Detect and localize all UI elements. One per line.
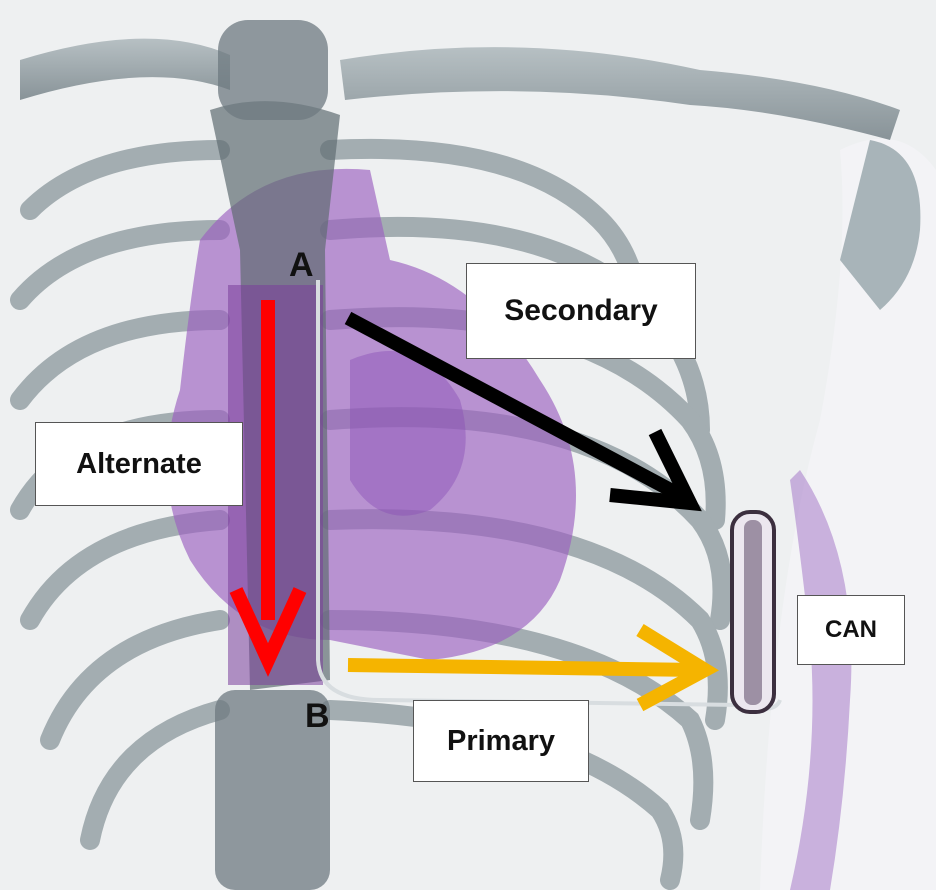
- point-b-label: B: [305, 697, 330, 736]
- secondary-label: Secondary: [466, 263, 696, 359]
- primary-arrow-shaft: [348, 665, 700, 670]
- primary-label: Primary: [413, 700, 589, 782]
- can-label: CAN: [797, 595, 905, 665]
- alternate-label: Alternate: [35, 422, 243, 506]
- point-a-label: A: [289, 246, 314, 285]
